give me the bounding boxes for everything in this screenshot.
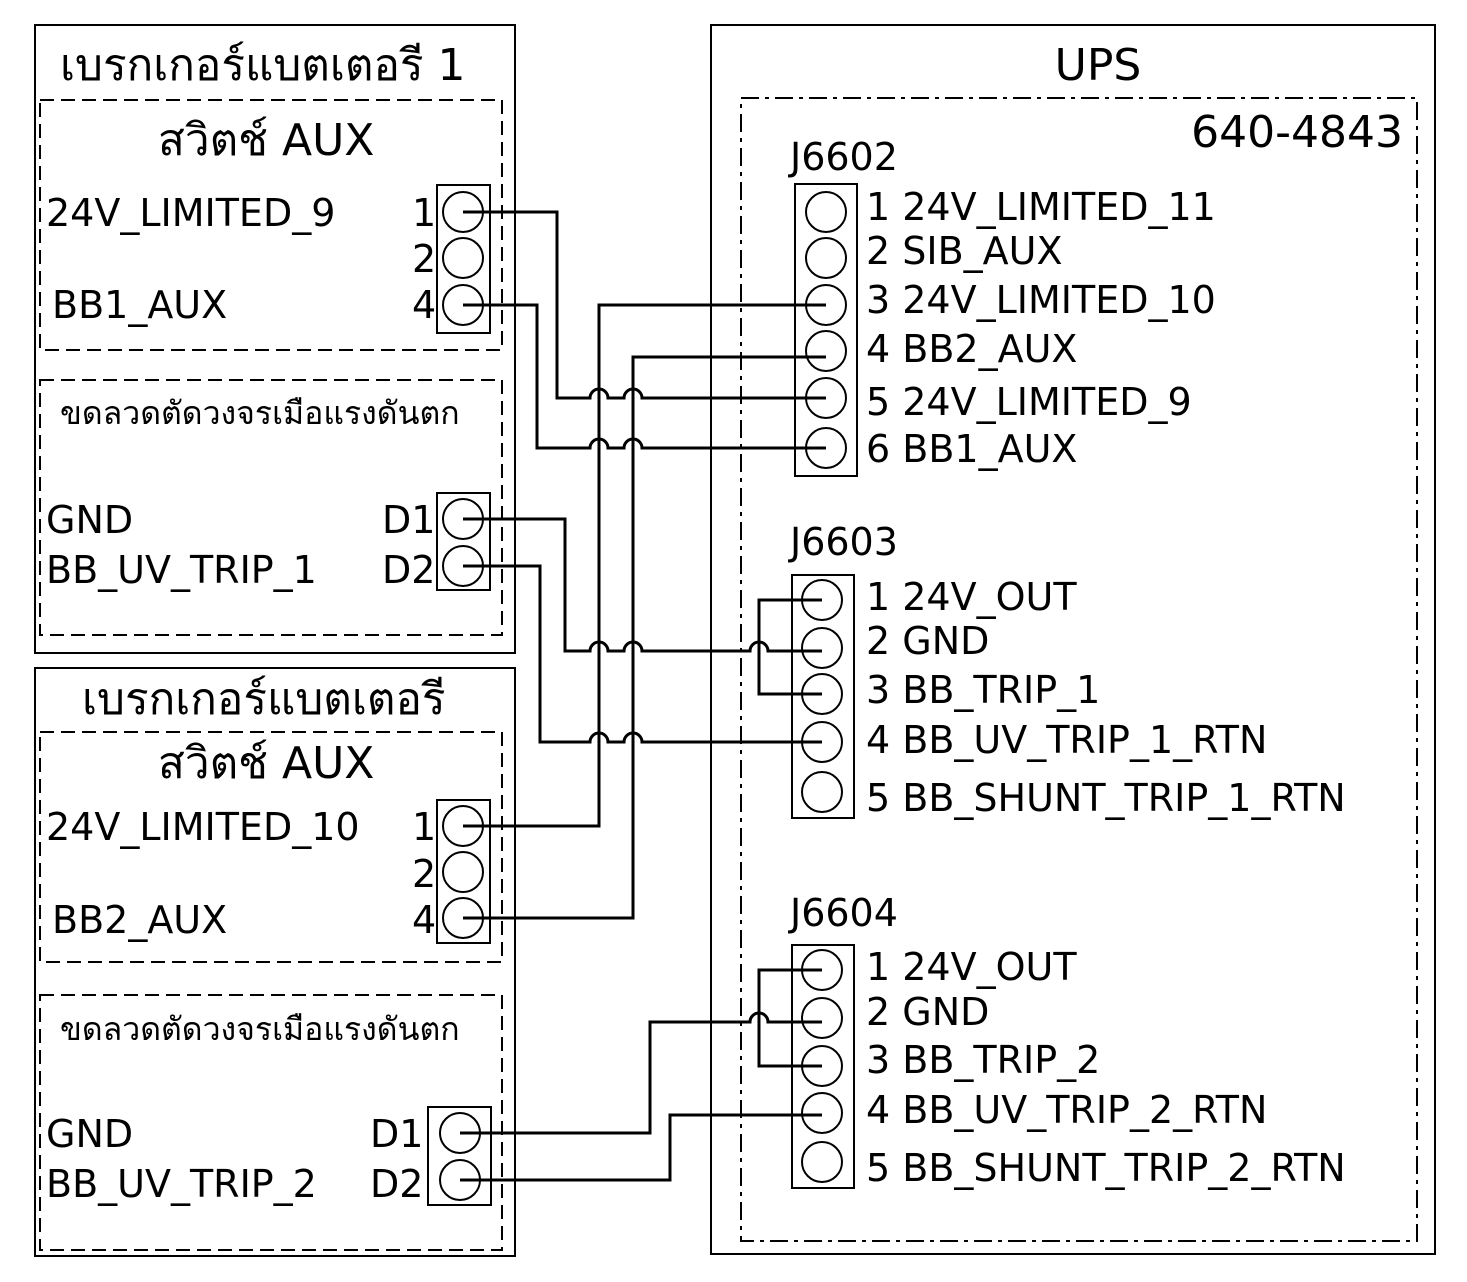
pin-number: 4 <box>412 898 436 942</box>
pin-label: 1 24V_OUT <box>866 575 1077 619</box>
pin-number: D1 <box>382 498 435 542</box>
pin-label: 2 SIB_AUX <box>866 229 1063 273</box>
pin-label: 2 GND <box>866 619 989 663</box>
pin-circle <box>801 627 843 669</box>
wire-gnd-1 <box>463 517 822 653</box>
wire-gnd-2 <box>460 1011 822 1135</box>
wire-24v-limited-10 <box>463 303 826 828</box>
pin-circle <box>805 191 847 233</box>
breaker-1-title: เบรกเกอร์แบตเตอรี 1 <box>60 40 466 91</box>
pin-label: 1 24V_OUT <box>866 945 1077 989</box>
wire-24v-limited-9 <box>463 210 826 400</box>
pin-circle <box>801 1092 843 1134</box>
pin-label: 5 24V_LIMITED_9 <box>866 380 1192 424</box>
signal-label: 24V_LIMITED_9 <box>46 191 335 235</box>
pin-circle <box>805 237 847 279</box>
breaker-1-uv-trip-coil: ขดลวดตัดวงจรเมือแรงดันตก GND BB_UV_TRIP_… <box>39 379 503 636</box>
ups-unit: UPS 640-4843 J6602 1 24V_LIMITED_11 2 SI… <box>710 24 1436 1255</box>
jumper-j6603 <box>757 598 822 696</box>
pin-label: 6 BB1_AUX <box>866 427 1077 471</box>
pin-number: 4 <box>412 283 436 327</box>
wiring <box>460 210 826 1182</box>
pin-label: 4 BB_UV_TRIP_2_RTN <box>866 1088 1267 1132</box>
pin-label: 3 BB_TRIP_1 <box>866 668 1100 712</box>
breaker-2-uv-trip-coil: ขดลวดตัดวงจรเมือแรงดันตก GND BB_UV_TRIP_… <box>39 994 503 1251</box>
terminal-block <box>436 492 491 591</box>
pin-circle <box>801 997 843 1039</box>
connector-label: J6603 <box>788 520 898 564</box>
aux-switch-title: สวิตช์ AUX <box>158 738 374 789</box>
pin-label: 1 24V_LIMITED_11 <box>866 185 1216 229</box>
jumper-j6604 <box>757 968 822 1068</box>
pin-number: 1 <box>412 191 436 235</box>
signal-label: BB1_AUX <box>52 283 227 327</box>
signal-label: GND <box>46 1112 133 1156</box>
pin-number: D1 <box>370 1112 423 1156</box>
pin-number: 1 <box>412 805 436 849</box>
connector-j6604: J6604 1 24V_OUT 2 GND 3 BB_TRIP_2 4 BB_U… <box>788 891 1346 1190</box>
breaker-2-aux-switch: สวิตช์ AUX 24V_LIMITED_10 BB2_AUX 1 2 4 <box>39 731 503 963</box>
pin-circle <box>442 237 484 279</box>
wire-bb-uv-trip-2 <box>460 1113 822 1182</box>
pin-label: 5 BB_SHUNT_TRIP_2_RTN <box>866 1146 1346 1190</box>
signal-label: BB_UV_TRIP_2 <box>46 1162 317 1206</box>
pin-number: D2 <box>370 1162 423 1206</box>
pin-number: D2 <box>382 548 435 592</box>
battery-breaker-2: เบรกเกอร์แบตเตอรี สวิตช์ AUX 24V_LIMITED… <box>34 667 516 1257</box>
pin-number: 2 <box>412 237 436 281</box>
terminal-block <box>794 183 858 477</box>
pin-number: 2 <box>412 852 436 896</box>
aux-switch-title: สวิตช์ AUX <box>158 115 374 166</box>
pin-label: 2 GND <box>866 990 989 1034</box>
breaker-2-title: เบรกเกอร์แบตเตอรี <box>82 674 446 725</box>
pin-label: 3 BB_TRIP_2 <box>866 1038 1100 1082</box>
terminal-block <box>436 799 491 944</box>
connector-j6603: J6603 1 24V_OUT 2 GND 3 BB_TRIP_1 4 BB_U… <box>788 520 1346 820</box>
wire-bb1-aux <box>463 303 826 450</box>
ups-title: UPS <box>1055 40 1142 91</box>
pin-label: 3 24V_LIMITED_10 <box>866 278 1216 322</box>
terminal-block <box>436 184 491 334</box>
pin-circle <box>805 330 847 372</box>
pin-label: 4 BB2_AUX <box>866 327 1077 371</box>
signal-label: BB_UV_TRIP_1 <box>46 548 317 592</box>
pin-label: 4 BB_UV_TRIP_1_RTN <box>866 718 1267 762</box>
signal-label: 24V_LIMITED_10 <box>46 805 360 849</box>
breaker-1-aux-switch: สวิตช์ AUX 24V_LIMITED_9 BB1_AUX 1 2 4 <box>39 99 503 351</box>
signal-label: BB2_AUX <box>52 898 227 942</box>
pin-circle <box>442 851 484 893</box>
connector-label: J6602 <box>788 135 898 179</box>
battery-breaker-1: เบรกเกอร์แบตเตอรี 1 สวิตช์ AUX 24V_LIMIT… <box>34 24 516 654</box>
control-board <box>740 97 1418 1242</box>
signal-label: GND <box>46 498 133 542</box>
uv-coil-title: ขดลวดตัดวงจรเมือแรงดันตก <box>60 394 460 432</box>
wire-bb2-aux <box>463 355 826 920</box>
pin-circle <box>801 1141 843 1183</box>
pin-circle <box>801 771 843 813</box>
pin-label: 5 BB_SHUNT_TRIP_1_RTN <box>866 776 1346 820</box>
uv-coil-title: ขดลวดตัดวงจรเมือแรงดันตก <box>60 1010 460 1048</box>
connector-j6602: J6602 1 24V_LIMITED_11 2 SIB_AUX 3 24V_L… <box>788 135 1216 477</box>
terminal-block <box>427 1106 492 1206</box>
wire-bb-uv-trip-1 <box>463 564 822 744</box>
terminal-block <box>791 574 855 819</box>
connector-label: J6604 <box>788 891 898 935</box>
board-part-number: 640-4843 <box>1191 107 1403 158</box>
